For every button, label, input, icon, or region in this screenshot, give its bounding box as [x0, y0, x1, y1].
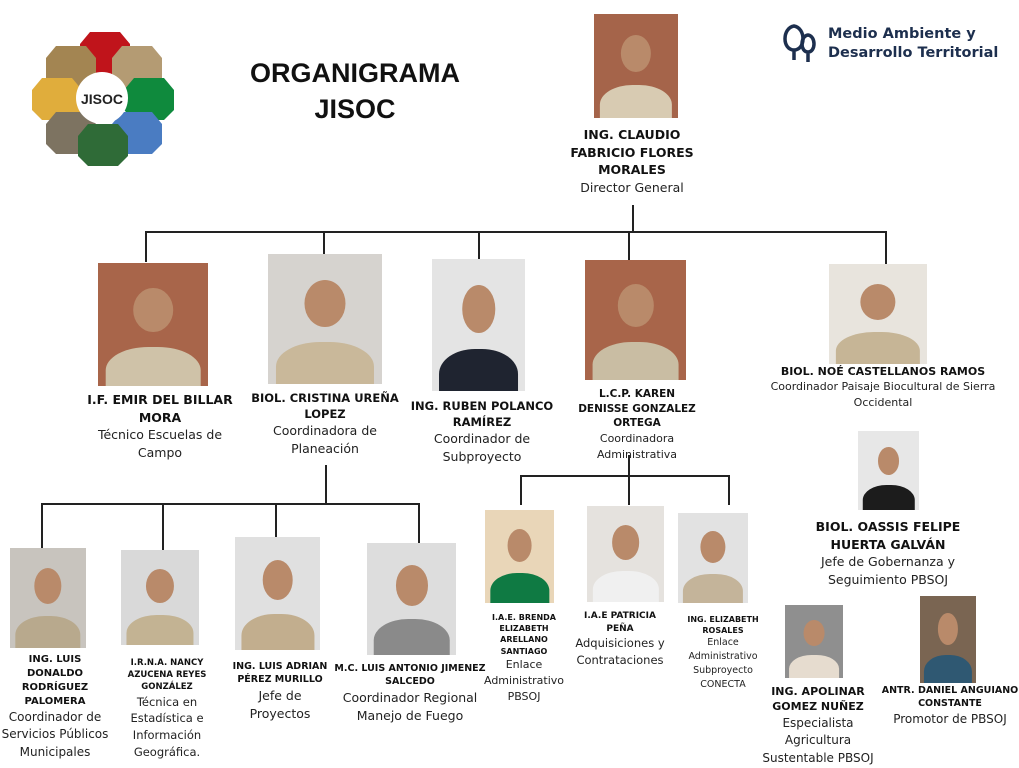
person-role: Coordinadora Administrativa [596, 432, 678, 462]
connector [628, 455, 630, 475]
person-card: ING. CLAUDIO FABRICIO FLORES MORALES Dire… [562, 126, 702, 197]
logo-octagons [32, 32, 174, 166]
person-photo [678, 513, 748, 603]
person-name: I.F. EMIR DEL BILLAR MORA [87, 392, 233, 425]
person-card: BIOL. NOÉ CASTELLANOS RAMOS Coordinador P… [768, 364, 998, 411]
connector-main [145, 231, 886, 233]
brand-logo: Medio Ambiente y Desarrollo Territorial [780, 22, 1015, 66]
person-name: I.A.E PATRICIA PEÑA [584, 611, 656, 634]
person-role: Coordinador Regional Manejo de Fuego [342, 689, 478, 723]
trees-icon [783, 24, 816, 62]
person-role: Técnica en Estadística e Información Geo… [130, 694, 204, 759]
connector [728, 475, 730, 505]
person-name: ING. LUIS DONALDO RODRÍGUEZ PALOMERA [21, 654, 89, 707]
person-photo [432, 259, 525, 391]
person-photo [10, 548, 86, 648]
person-photo [485, 510, 554, 603]
connector [885, 231, 887, 264]
person-role: Jefe de Gobernanza y Seguimiento PBSOJ [820, 554, 955, 588]
connector [41, 503, 43, 548]
title-line-1: ORGANIGRAMA [250, 58, 460, 88]
person-name: BIOL. NOÉ CASTELLANOS RAMOS [780, 365, 986, 378]
connector [632, 205, 634, 231]
person-role: Coordinador de Servicios Públicos Munici… [1, 710, 109, 759]
jisoc-logo: JISOC [32, 32, 174, 166]
person-photo [585, 260, 686, 380]
connector [628, 475, 630, 505]
connector [275, 503, 277, 537]
brand-line-1: Medio Ambiente y [828, 26, 976, 42]
person-name: BIOL. OASSIS FELIPE HUERTA GALVÁN [815, 519, 961, 552]
person-card: I.A.E. BRENDA ELIZABETH ARELLANO SANTIAG… [477, 612, 572, 705]
person-role: Coordinador de Subproyecto [433, 431, 531, 465]
person-name: ING. CLAUDIO FABRICIO FLORES MORALES [570, 127, 694, 177]
person-name: ANTR. DANIEL ANGUIANO CONSTANTE [881, 685, 1019, 710]
person-name: ING. LUIS ADRIAN PÉREZ MURILLO [232, 661, 328, 686]
person-role: Director General [580, 179, 684, 195]
svg-text:JISOC: JISOC [81, 91, 123, 107]
connector [520, 475, 729, 477]
person-name: ING. APOLINAR GOMEZ NUÑEZ [771, 685, 865, 714]
connector [325, 465, 327, 503]
connector [478, 231, 480, 259]
person-photo [594, 14, 678, 118]
person-name: M.C. LUIS ANTONIO JIMENEZ SALCEDO [334, 663, 486, 688]
connector [145, 231, 147, 262]
person-photo [367, 543, 456, 655]
person-photo [235, 537, 320, 650]
person-photo [829, 264, 927, 364]
person-name: I.A.E. BRENDA ELIZABETH ARELLANO SANTIAG… [492, 613, 556, 656]
person-photo [268, 254, 382, 384]
title-line-2: JISOC [314, 94, 396, 124]
connector [520, 475, 522, 505]
person-role: Especialista Agricultura Sustentable PBS… [762, 715, 874, 765]
person-role: Jefe de Proyectos [249, 687, 311, 721]
person-name: ING. RUBEN POLANCO RAMÍREZ [410, 399, 554, 430]
person-name: L.C.P. KAREN DENISSE GONZALEZ ORTEGA [578, 388, 696, 430]
connector [41, 503, 419, 505]
page-title: ORGANIGRAMA JISOC [230, 55, 480, 127]
person-role: Enlace Administrativo PBSOJ [483, 657, 565, 703]
person-name: BIOL. CRISTINA UREÑA LOPEZ [251, 391, 399, 422]
person-photo [785, 605, 843, 678]
brand-line-2: Desarrollo Territorial [828, 45, 999, 61]
person-role: Coordinador Paisaje Biocultural de Sierr… [770, 380, 996, 410]
person-role: Coordinadora de Planeación [273, 423, 377, 457]
connector [162, 503, 164, 550]
person-name: I.R.N.A. NANCY AZUCENA REYES GONZÁLEZ [127, 658, 207, 692]
person-role: Enlace Administrativo Subproyecto CONECT… [688, 637, 758, 690]
person-role: Adquisiciones y Contrataciones [575, 636, 665, 667]
person-photo [587, 506, 664, 602]
person-name: ING. ELIZABETH ROSALES [687, 615, 759, 636]
person-role: Promotor de PBSOJ [893, 711, 1007, 726]
connector [418, 503, 420, 543]
person-role: Técnico Escuelas de Campo [97, 427, 223, 461]
person-photo [121, 550, 199, 645]
connector [628, 231, 630, 260]
person-photo [98, 263, 208, 386]
person-photo [920, 596, 976, 683]
person-photo [858, 431, 919, 510]
connector [323, 231, 325, 254]
